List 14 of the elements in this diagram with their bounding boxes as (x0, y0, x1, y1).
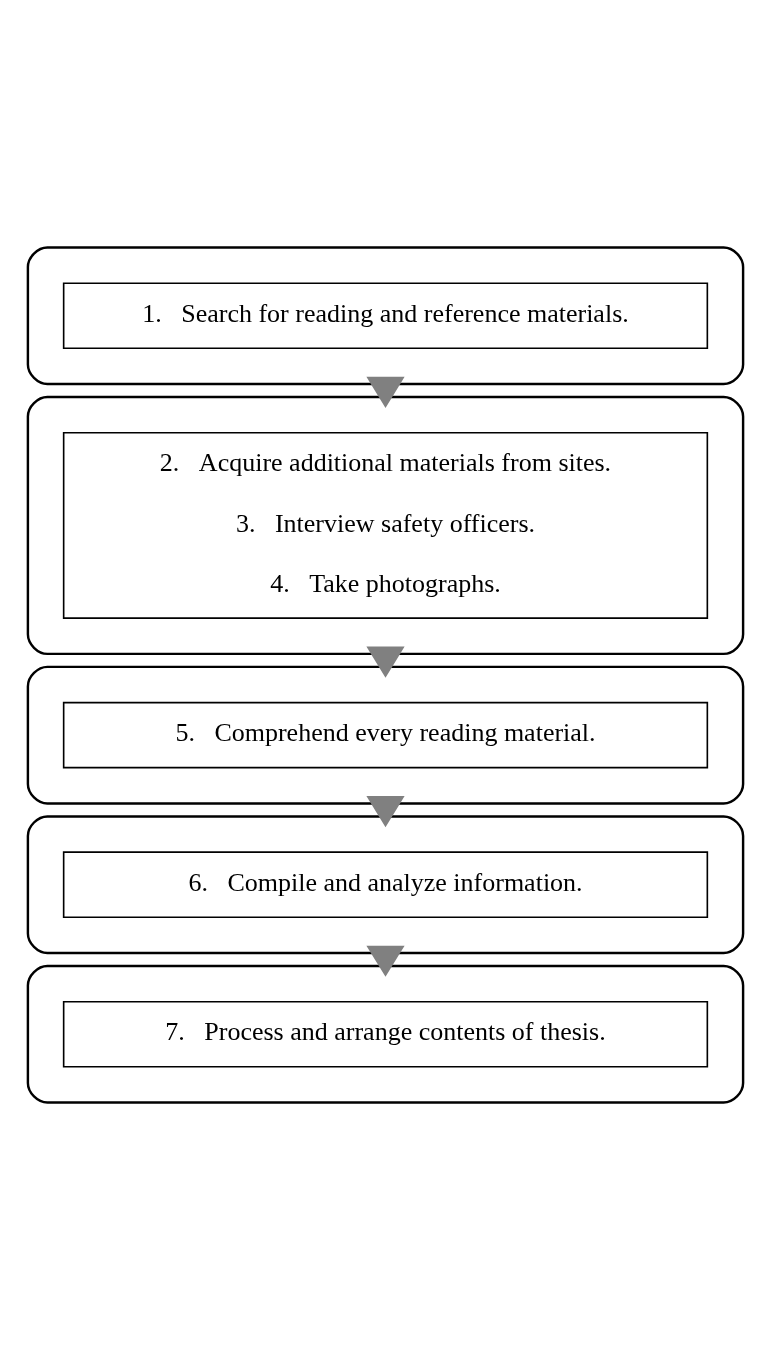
cluster (26, 245, 745, 385)
arrow (366, 795, 405, 827)
node-box: 2. Acquire additional materials from sites. 3. Interview safety officers. 4. Take photographs. (62, 431, 709, 619)
cluster (26, 395, 745, 655)
node-box: 6. Compile and analyze information. (62, 850, 709, 918)
arrow (366, 945, 405, 977)
node-box: 5. Comprehend every reading material. (62, 701, 709, 768)
cluster (26, 814, 745, 954)
cluster (26, 665, 745, 805)
arrow (366, 646, 405, 678)
cluster (26, 964, 745, 1104)
node-box: 1. Search for reading and reference materials. (62, 281, 709, 349)
arrow (366, 376, 405, 408)
node-box: 7. Process and arrange contents of thesis. (62, 1000, 709, 1068)
